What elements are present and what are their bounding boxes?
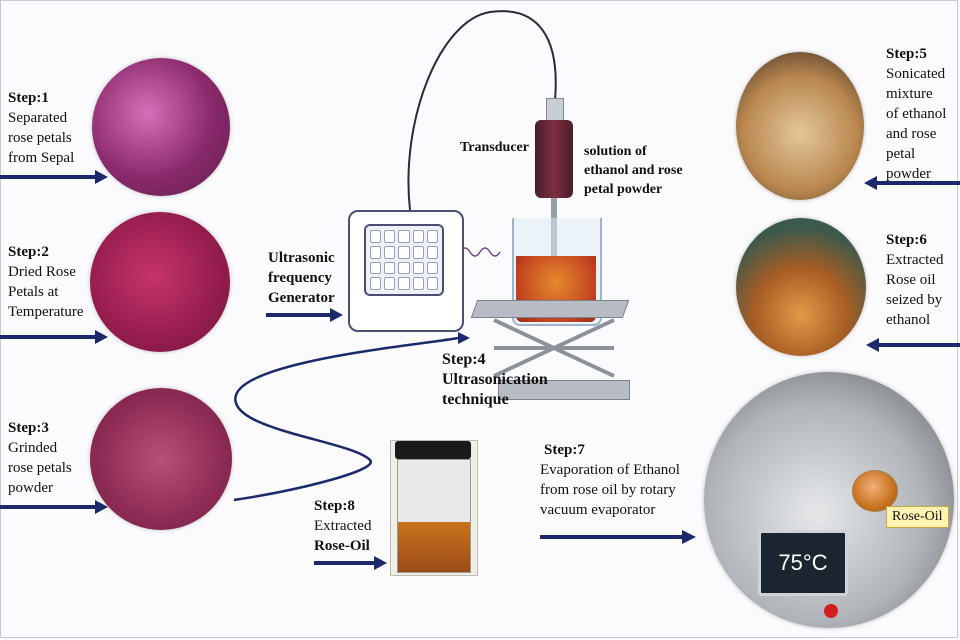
rose-oil-jar-photo [390,440,478,576]
step5-arrow [864,176,960,190]
step7-text: Step:7 Evaporation of Ethanol from rose … [540,442,680,518]
jar-oil [398,522,470,572]
step6-text: Step:6 Extracted Rose oil seized by etha… [886,232,944,328]
transducer-body [535,120,573,198]
solution-label: solution of ethanol and rose petal powde… [584,144,683,197]
step7-arrow [540,530,696,544]
step5-text: Step:5 Sonicated mixture of ethanol and … [886,46,947,182]
transducer-cable [407,10,557,211]
transducer-label: Transducer [460,140,529,155]
step3-arrow [0,500,108,514]
jar-glass [397,459,471,573]
rose-petals-image [92,58,230,196]
lab-jack-base [498,380,630,400]
jar-lid [395,441,471,459]
process-flow-curve [233,336,459,502]
generator-arrow [266,308,343,322]
extracted-oil-image [736,218,866,356]
step3-text: Step:3 Grinded rose petals powder [8,420,72,496]
generator-label: Ultrasonic frequency Generator [268,250,335,306]
step4-text: Step:4 Ultrasonication technique [442,351,548,408]
step8-text: Step:8 Extracted Rose-Oil [314,498,372,554]
step2-arrow [0,330,108,344]
ultrasonic-wave [459,247,501,257]
evaporator-stop-button [824,604,838,618]
step1-arrow [0,170,108,184]
rose-oil-badge: Rose-Oil [886,506,949,528]
rose-powder-image [90,388,232,530]
step2-text: Step:2 Dried Rose Petals at Temperature [8,244,84,320]
dried-petals-image [90,212,230,352]
sonicated-mixture-image [736,52,864,200]
step6-arrow [866,338,960,352]
step8-arrow [314,556,387,570]
ultrasonic-generator [348,210,464,332]
evaporator-display: 75°C [758,530,848,596]
step1-text: Step:1 Separated rose petals from Sepal [8,90,75,166]
lab-jack-scissors [493,318,615,378]
evaporation-flask [852,470,898,512]
